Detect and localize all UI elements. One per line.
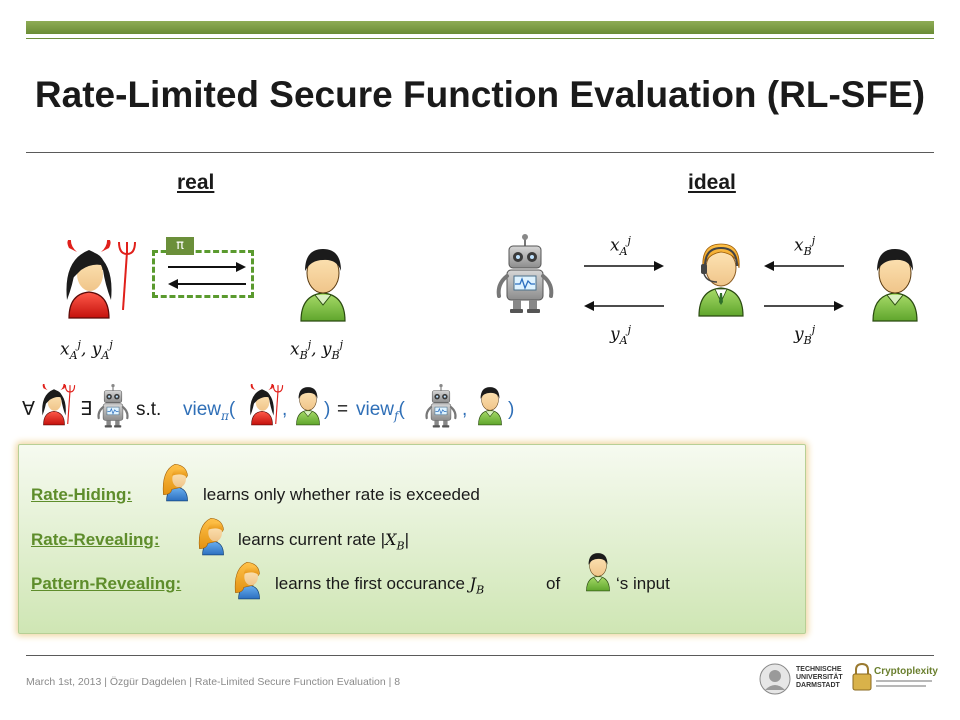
view-ideal-term: viewf( [356,399,405,423]
bob-icon [474,384,506,426]
alice-icon [232,558,264,600]
padlock-icon [852,662,872,691]
robot-simulator-icon [494,234,556,314]
group-logo-line [876,685,926,687]
property-text: learns the first occurance JB [275,574,485,597]
university-seal-icon [759,663,791,695]
footer-divider [26,655,934,656]
property-rate-hiding: Rate-Hiding: [31,485,132,505]
header-accent-bar [26,21,934,34]
trusted-party-icon [690,238,752,318]
such-that-text: s.t. [136,399,162,420]
ideal-xa-label: xAj [610,234,631,259]
footer-text: March 1st, 2013 | Özgür Dagdelen | Rate-… [26,676,401,688]
property-pattern-revealing: Pattern-Revealing: [31,574,181,594]
trident-icon [117,240,137,310]
real-alice-io-label: xAj, yAj [60,338,113,363]
forall-symbol: ∀ [22,398,35,420]
real-bob-io-label: xBj, yBj [290,338,344,363]
bob-icon [292,384,324,426]
equals-sign: = [337,399,349,420]
bob-icon [582,550,614,592]
university-logo-text: TECHNISCHE UNIVERSITÄT DARMSTADT [796,666,843,689]
group-logo-line [876,680,932,682]
protocol-arrows [168,262,246,289]
property-label[interactable]: Pattern-Revealing: [31,574,182,593]
bob-icon [864,243,926,323]
view-real-close: ) [324,399,331,420]
ideal-xb-label: xBj [794,234,816,259]
title-divider [26,152,934,153]
devil-icon [58,240,120,320]
ideal-left-arrows [584,261,664,311]
protocol-box [152,250,254,298]
property-text: ‘s input [616,574,670,593]
properties-box [18,444,806,634]
property-text: of [546,574,561,593]
ideal-heading: ideal [688,171,736,194]
real-heading: real [177,171,215,194]
view-real-comma: , [282,399,288,420]
robot-simulator-icon [96,384,130,428]
group-logo-text: Cryptoplexity [874,666,938,677]
alice-icon [196,514,228,556]
ideal-yb-label: yBj [794,323,816,348]
view-real-term: viewπ( [183,399,236,423]
robot-simulator-icon [424,384,458,428]
property-label[interactable]: Rate-Revealing: [31,530,160,549]
property-rate-revealing: Rate-Revealing: [31,530,159,550]
ideal-ya-label: yAj [610,323,631,348]
protocol-pi-badge: π [166,237,194,255]
property-text: learns only whether rate is exceeded [203,485,480,504]
view-ideal-comma: , [462,399,468,420]
header-thin-line [26,38,934,39]
alice-icon [160,460,192,502]
property-label[interactable]: Rate-Hiding: [31,485,133,504]
property-text: learns current rate |XB| [238,530,409,553]
trident-icon [64,384,76,424]
exists-symbol: ∃ [80,398,93,420]
ideal-right-arrows [764,261,844,311]
slide-title: Rate-Limited Secure Function Evaluation … [34,74,926,115]
view-ideal-close: ) [508,399,515,420]
bob-icon [292,243,354,323]
